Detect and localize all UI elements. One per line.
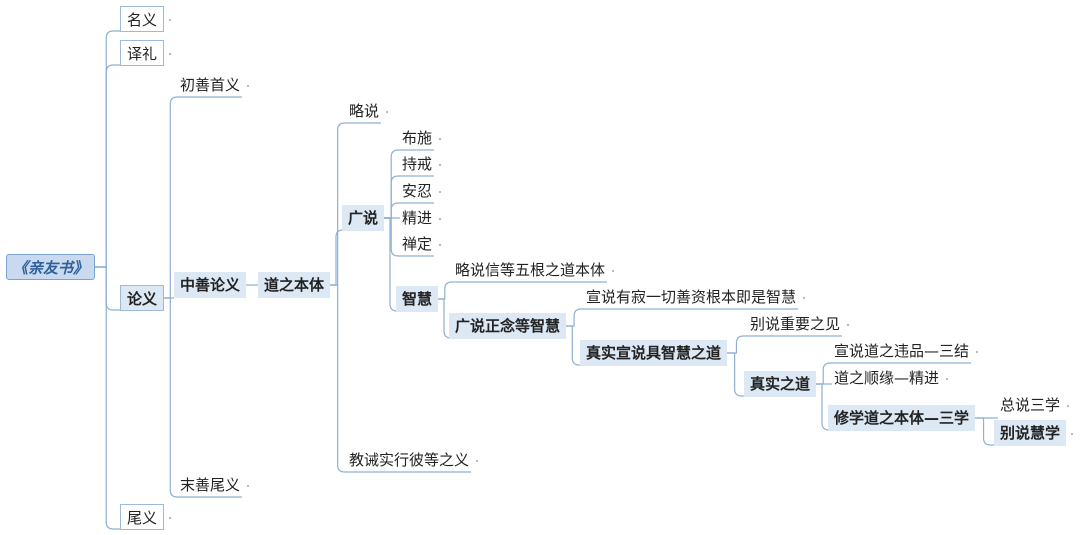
node-xuanshuo-youji[interactable]: 宣说有寂一切善资根本即是智慧 [586,288,797,306]
expand-dot-icon [976,351,978,353]
node-jiaojie[interactable]: 教诫实行彼等之义 [349,451,470,469]
node-zhongshan[interactable]: 中善论义 [174,272,247,298]
expand-dot-icon [1071,433,1073,435]
expand-dot-icon [847,324,849,326]
connector-guangshuo-to-chanding [384,217,434,257]
node-bushi[interactable]: 布施 [402,129,433,147]
connector-guangshuo-to-bushi [384,149,434,219]
node-daozhibenti[interactable]: 道之本体 [258,272,331,298]
node-yili[interactable]: 译礼 [120,40,165,66]
node-guangshuo[interactable]: 广说 [342,205,385,231]
root-node[interactable]: 《亲友书》 [6,254,96,280]
connector-zsxs-to-bieshuo-zy [727,335,842,354]
node-chanding[interactable]: 禅定 [402,235,433,253]
node-xiuxue-sanxue[interactable]: 修学道之本体—三学 [828,405,976,431]
connector-xiuxue-to-huixue [975,417,1066,446]
connector-daozhibenti-to-lueshuo [330,122,381,286]
node-zhihui[interactable]: 智慧 [396,286,439,312]
node-lunyi[interactable]: 论义 [120,285,165,311]
connector-guangshuo-to-anren [384,202,434,219]
expand-dot-icon [439,191,441,193]
node-mingyi[interactable]: 名义 [120,6,165,32]
expand-dot-icon [169,53,171,55]
connector-zszd-to-weipin [816,362,971,385]
node-weipin-sanjie[interactable]: 宣说道之违品—三结 [834,342,970,360]
connector-lunyi-to-moshan [164,297,242,498]
expand-dot-icon [439,218,441,220]
expand-dot-icon [439,164,441,166]
expand-dot-icon [803,297,805,299]
connector-zsxs-to-zszd [727,352,816,397]
expand-dot-icon [439,138,441,140]
node-zhenshi-zhidao[interactable]: 真实之道 [744,371,817,397]
expand-dot-icon [612,270,614,272]
expand-dot-icon [247,485,249,487]
connector-zhihui-to-lueshuo-xin [438,281,607,300]
expand-dot-icon [169,517,171,519]
node-anren[interactable]: 安忍 [402,182,433,200]
node-zongshuo-sanxue[interactable]: 总说三学 [1000,396,1061,414]
expand-dot-icon [476,460,478,462]
node-chushan[interactable]: 初善首义 [180,76,241,94]
connector-guangshuo-zn-to-xuanshuo [566,308,798,327]
node-shunyuan-jingjin[interactable]: 道之顺缘—精进 [834,369,940,387]
node-lueshuo[interactable]: 略说 [349,102,380,120]
expand-dot-icon [946,378,948,380]
connector-lunyi-to-chushan [164,96,242,299]
node-chijie[interactable]: 持戒 [402,155,433,173]
connector-root-to-weiyi [95,266,164,530]
connector-daozhibenti-to-jiaojie [330,284,471,473]
node-zhenshi-xuanshuo[interactable]: 真实宣说具智慧之道 [580,340,728,366]
node-jingjin[interactable]: 精进 [402,209,433,227]
connector-root-to-mingyi [95,30,164,268]
node-weiyi[interactable]: 尾义 [120,504,165,530]
expand-dot-icon [439,244,441,246]
connector-root-to-yili [95,64,164,268]
connector-guangshuo-zn-to-zsxs [566,325,727,366]
expand-dot-icon [169,19,171,21]
connector-guangshuo-to-chijie [384,175,434,219]
node-moshan[interactable]: 末善尾义 [180,476,241,494]
node-bieshuo-huixue[interactable]: 别说慧学 [994,420,1067,446]
expand-dot-icon [247,85,249,87]
node-guangshuo-zhengnian[interactable]: 广说正念等智慧 [449,313,567,339]
node-bieshuo-zhongyao[interactable]: 别说重要之见 [750,315,841,333]
expand-dot-icon [1067,405,1069,407]
expand-dot-icon [386,111,388,113]
node-lueshuo-xin[interactable]: 略说信等五根之道本体 [455,261,606,279]
